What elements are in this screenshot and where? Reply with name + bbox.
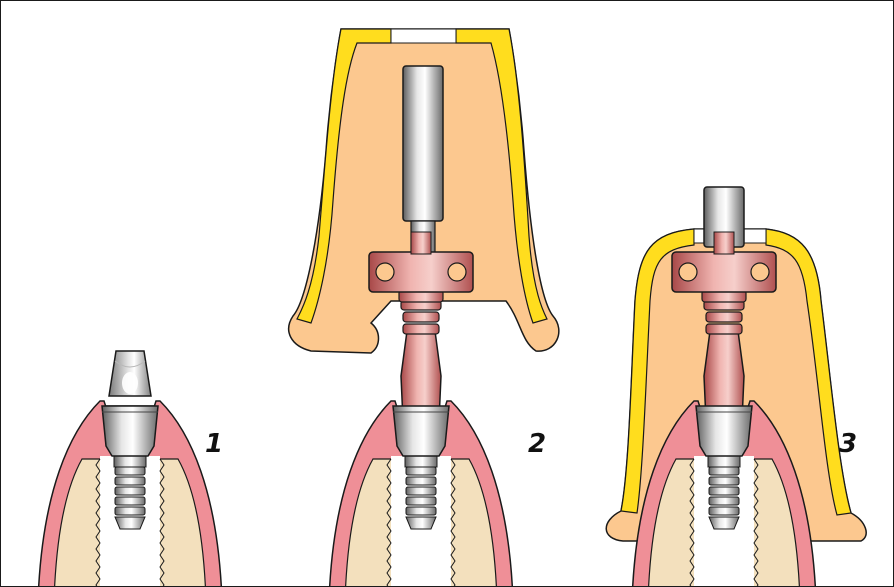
step-label-2: 2 — [528, 431, 546, 457]
step-label-1: 1 — [205, 431, 223, 457]
abutment-2 — [393, 406, 449, 456]
panel-2 — [289, 29, 559, 587]
healing-cap — [109, 351, 151, 396]
step-label-3: 3 — [839, 431, 857, 457]
abutment-3 — [696, 406, 752, 456]
transfer-post-2 — [369, 232, 473, 421]
panel-3 — [606, 187, 866, 587]
panel-1 — [38, 351, 222, 587]
